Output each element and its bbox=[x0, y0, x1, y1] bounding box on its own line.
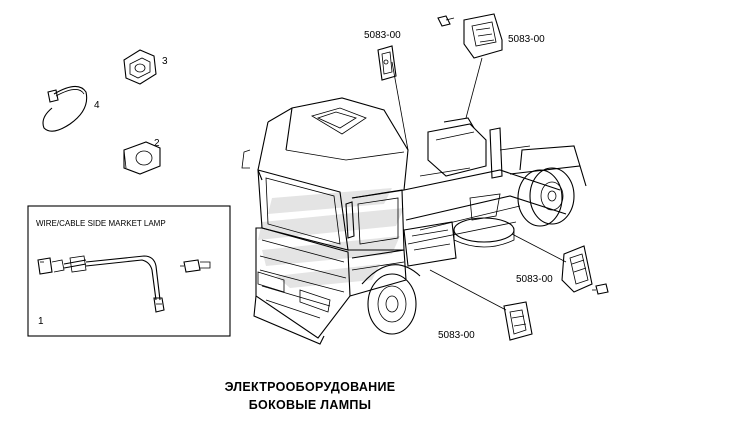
part-code-label: 5083-00 bbox=[364, 30, 401, 41]
inset-box bbox=[27, 205, 231, 337]
part-code-label: 5083-00 bbox=[516, 274, 553, 285]
caption-line-1: ЭЛЕКТРООБОРУДОВАНИЕ bbox=[224, 380, 396, 394]
socket-part-3 bbox=[123, 49, 157, 85]
leader-line bbox=[391, 61, 409, 151]
inset-title: WIRE/CABLE SIDE MARKET LAMP bbox=[36, 219, 166, 228]
leader-line bbox=[429, 269, 507, 311]
truck-illustration bbox=[241, 97, 587, 345]
cable-loop-part-4 bbox=[42, 85, 88, 132]
watermark-logo bbox=[258, 188, 404, 288]
leader-line bbox=[511, 233, 567, 263]
item-number-label: 4 bbox=[94, 100, 100, 111]
part-code-label: 5083-00 bbox=[438, 330, 475, 341]
leader-line bbox=[465, 57, 483, 119]
side-lamp-part-top-left bbox=[377, 45, 397, 81]
caption-line-2: БОКОВЫЕ ЛАМПЫ bbox=[248, 398, 372, 412]
side-lamp-part-top-right bbox=[437, 13, 503, 59]
grommet-part-2 bbox=[123, 141, 161, 175]
item-number-label: 2 bbox=[154, 138, 160, 149]
item-number-label: 3 bbox=[162, 56, 168, 67]
item-number-label: 1 bbox=[38, 316, 44, 327]
part-code-label: 5083-00 bbox=[508, 34, 545, 45]
side-lamp-part-right bbox=[561, 245, 609, 295]
side-lamp-part-bottom bbox=[503, 301, 533, 341]
